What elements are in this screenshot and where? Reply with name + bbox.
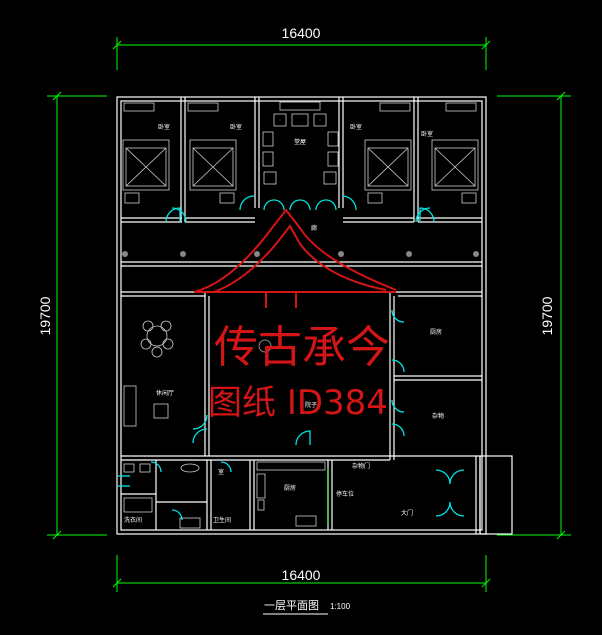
label-wash-room: 洗衣间 [124,516,142,524]
watermark-roof-icon [193,208,397,308]
furniture-bedroom-1 [122,102,170,204]
room-labels: 卧室 卧室 堂屋 卧室 卧室 廊 厨房 休闲厅 院子 杂物 室 杂物门 厨房 停… [124,123,444,524]
dimension-bottom: 16400 [282,567,321,583]
label-leisure-hall: 休闲厅 [156,389,174,397]
label-corridor: 廊 [311,224,317,232]
corridor-columns [122,251,479,353]
dimension-top: 16400 [282,25,321,41]
watermark-title: 传古承今 [214,322,390,373]
furniture-bathroom [123,463,201,529]
furniture-bedroom-3 [364,102,412,204]
label-room-b: 室 [218,468,224,476]
furniture-leisure-hall [123,320,174,427]
label-kitchen-upper: 厨房 [430,328,442,336]
walls [116,96,513,535]
label-storage: 杂物 [432,412,444,420]
label-bedroom-3: 卧室 [350,123,362,131]
label-courtyard: 院子 [305,401,317,409]
drawing-caption-scale: 1:100 [330,602,351,611]
doors [118,195,465,526]
label-bedroom-2: 卧室 [230,123,242,131]
label-bedroom-4: 卧室 [421,130,433,138]
label-main-hall: 堂屋 [294,138,306,146]
label-bathroom: 卫生间 [213,516,231,524]
label-bedroom-1: 卧室 [158,123,170,131]
furniture-bedroom-2 [187,102,237,204]
furniture-kitchen [256,461,326,527]
label-kitchen-lower: 厨房 [284,484,296,492]
watermark-id: 图纸 ID384 [208,383,388,423]
furniture-bedroom-4 [431,102,479,204]
dimension-left: 19700 [37,296,53,335]
drawing-caption-title: 一层平面图 [264,599,319,612]
label-main-gate: 大门 [401,509,413,517]
label-parking: 停车位 [336,490,354,498]
dimension-lines [47,37,571,592]
furniture-main-hall [262,101,339,185]
label-utility-door: 杂物门 [352,462,370,470]
dimension-right: 19700 [539,296,555,335]
